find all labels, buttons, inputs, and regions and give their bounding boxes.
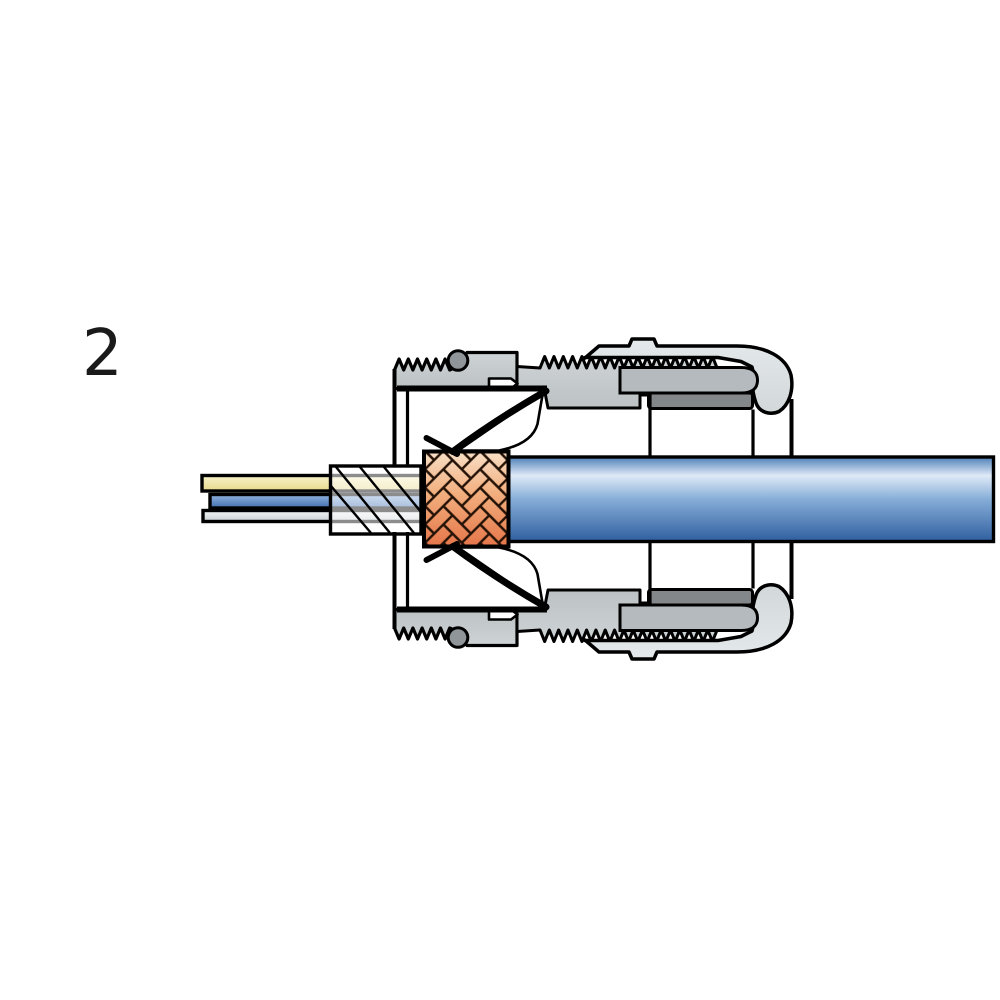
step-number-label: 2 bbox=[82, 317, 123, 391]
shield-sleeve bbox=[328, 464, 423, 536]
gland-top-half bbox=[395, 339, 792, 466]
gland-bottom-half bbox=[395, 532, 792, 659]
cable-jacket bbox=[506, 455, 996, 544]
cable-assembly bbox=[200, 449, 996, 549]
braid-shield bbox=[422, 449, 511, 549]
